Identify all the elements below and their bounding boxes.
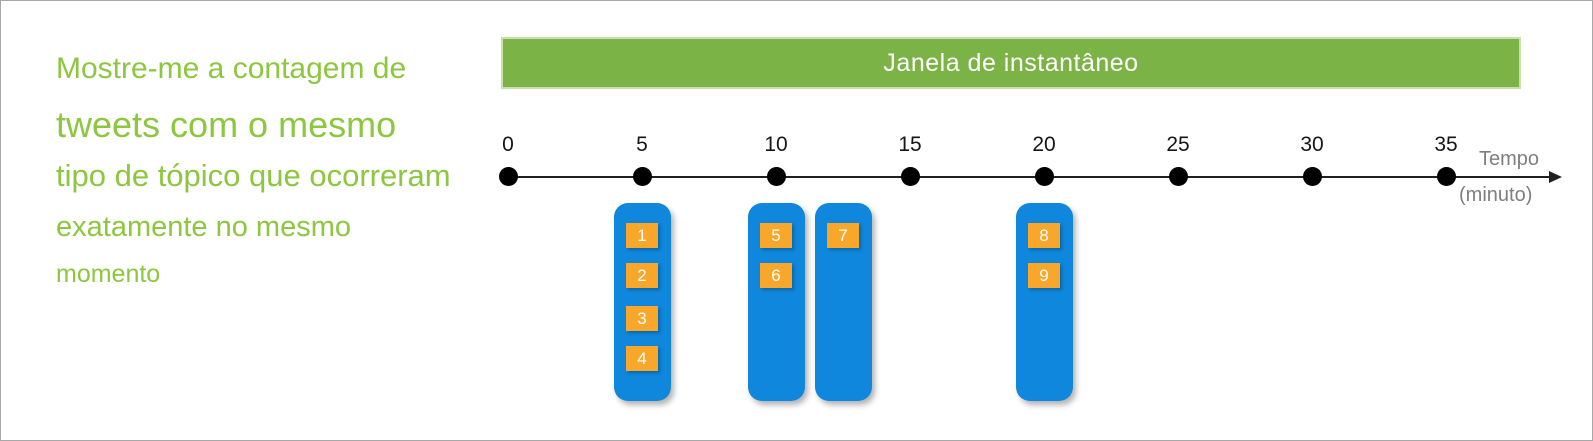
event-bar: 1 2 3 4 <box>613 203 671 401</box>
tweet-number: 7 <box>838 225 848 245</box>
tweet-number: 5 <box>771 225 781 245</box>
tick-label: 0 <box>502 133 514 156</box>
snapshot-window-banner-label: Janela de instantâneo <box>883 48 1139 77</box>
tick-dot-icon <box>1436 167 1456 186</box>
tweet-number: 9 <box>1039 265 1049 285</box>
tick-dot-icon <box>1034 167 1054 186</box>
tweet-number: 2 <box>637 265 647 285</box>
tick-dot-icon <box>900 167 920 186</box>
tick-label: 20 <box>1032 133 1056 156</box>
tweet-square: 3 <box>626 306 658 331</box>
tweet-square: 2 <box>626 263 658 288</box>
axis-label-tempo: Tempo <box>1479 148 1540 170</box>
tweet-square: 4 <box>626 346 658 371</box>
tick-label: 35 <box>1434 133 1458 156</box>
question-line: tipo de tópico que ocorreram <box>56 158 451 193</box>
tick-label: 5 <box>636 133 648 156</box>
question-line: momento <box>56 260 161 288</box>
tweet-square: 9 <box>1028 263 1060 288</box>
tweet-number: 8 <box>1039 225 1049 245</box>
question-line: tweets com o mesmo <box>56 104 397 145</box>
question-line: Mostre-me a contagem de <box>56 52 407 85</box>
tick-label: 10 <box>764 133 788 156</box>
timeline-arrow-icon <box>1549 171 1562 183</box>
tick-label: 25 <box>1166 133 1190 156</box>
tweet-square: 6 <box>760 263 792 288</box>
tweet-square: 1 <box>626 223 658 248</box>
tweet-square: 5 <box>760 223 792 248</box>
timeline-axis-line <box>508 176 1554 178</box>
tweet-number: 4 <box>637 348 647 368</box>
tick-label: 30 <box>1300 133 1324 156</box>
tweet-number: 3 <box>637 308 647 328</box>
tweet-square: 8 <box>1028 223 1060 248</box>
tick-dot-icon <box>498 167 518 186</box>
snapshot-window-banner: Janela de instantâneo <box>501 37 1521 89</box>
tweet-number: 6 <box>771 265 781 285</box>
tick-dot-icon <box>1302 167 1322 186</box>
axis-label-minuto: (minuto) <box>1459 184 1533 206</box>
tweet-square: 7 <box>827 223 859 248</box>
question-line: exatamente no mesmo <box>56 211 351 243</box>
tick-dot-icon <box>1168 167 1188 186</box>
tick-label: 15 <box>898 133 922 156</box>
tick-dot-icon <box>766 167 786 186</box>
tick-dot-icon <box>632 167 652 186</box>
tweet-number: 1 <box>637 225 647 245</box>
event-bar: 7 <box>814 203 872 401</box>
